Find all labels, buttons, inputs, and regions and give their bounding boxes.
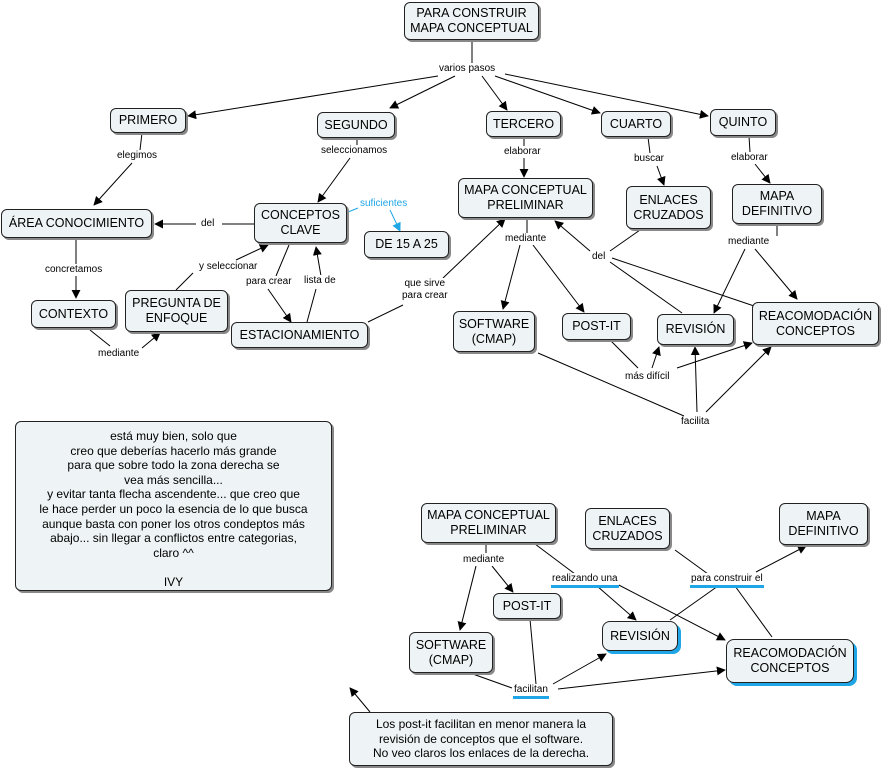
title-node[interactable]: PARA CONSTRUIR MAPA CONCEPTUAL (404, 2, 539, 40)
node-area-conocimiento[interactable]: ÁREA CONOCIMIENTO (1, 209, 152, 238)
link-label-mediante: mediante (504, 233, 548, 245)
link-label-elaborar: elaborar (730, 152, 769, 164)
node-reacomodacion[interactable]: REACOMODACIÓN CONCEPTOS (752, 302, 879, 345)
link-label-mediante: mediante (727, 236, 771, 248)
link-label-seleccionamos: seleccionamos (320, 145, 389, 157)
link-label-elegimos: elegimos (116, 150, 159, 162)
node-pregunta-enfoque[interactable]: PREGUNTA DE ENFOQUE (125, 290, 228, 332)
node-revision[interactable]: REVISIÓN (657, 314, 734, 345)
node-mapa-preliminar[interactable]: MAPA CONCEPTUAL PRELIMINAR (458, 178, 593, 218)
link-label-facilitan: facilitan (513, 684, 549, 699)
node-conceptos-clave[interactable]: CONCEPTOS CLAVE (254, 203, 347, 243)
comment-note-post-it: Los post-it facilitan en menor manera la… (349, 712, 613, 766)
node-segundo[interactable]: SEGUNDO (317, 112, 395, 138)
link-label-y-seleccionar: y seleccionar (198, 261, 259, 273)
link-label-lista-de: lista de (303, 275, 337, 287)
link-label-del: del (200, 218, 216, 230)
link-label-suficientes: suficientes (359, 198, 409, 210)
link-label-mediante: mediante (462, 554, 506, 566)
node-mapa-definitivo[interactable]: MAPA DEFINITIVO (732, 184, 822, 224)
node-tercero[interactable]: TERCERO (486, 111, 561, 137)
node-mapa-preliminar[interactable]: MAPA CONCEPTUAL PRELIMINAR (421, 503, 556, 543)
node-estacionamiento[interactable]: ESTACIONAMIENTO (231, 322, 368, 348)
link-label-buscar: buscar (633, 153, 666, 165)
node-post-it[interactable]: POST-IT (493, 593, 561, 619)
node-software[interactable]: SOFTWARE (CMAP) (409, 632, 493, 673)
link-label-para-crear: para crear (245, 276, 293, 288)
node-post-it[interactable]: POST-IT (562, 313, 631, 340)
link-label-que-sirve: que sirve para crear (401, 278, 449, 302)
node-quinto[interactable]: QUINTO (710, 109, 776, 136)
link-label-realizando-una: realizando una (551, 573, 619, 588)
node-revision[interactable]: REVISIÓN (602, 621, 678, 651)
node-primero[interactable]: PRIMERO (110, 108, 186, 133)
node-contexto[interactable]: CONTEXTO (31, 300, 116, 328)
link-label-para-construir-el: para construir el (690, 573, 764, 588)
comment-note-ivy: está muy bien, solo que creo que debería… (15, 421, 332, 591)
link-label-mediante: mediante (97, 348, 141, 360)
link-label-del: del (591, 251, 607, 263)
node-enlaces-cruzados[interactable]: ENLACES CRUZADOS (626, 186, 711, 229)
node-mapa-definitivo[interactable]: MAPA DEFINITIVO (779, 503, 868, 545)
link-label-elaborar: elaborar (503, 146, 542, 158)
link-label-mas-dificil: más difícil (624, 371, 671, 383)
node-reacomodacion[interactable]: REACOMODACIÓN CONCEPTOS (726, 639, 854, 683)
node-enlaces-cruzados[interactable]: ENLACES CRUZADOS (585, 508, 670, 549)
link-label-varios-pasos: varios pasos (438, 63, 497, 75)
node-software[interactable]: SOFTWARE (CMAP) (453, 311, 535, 352)
node-de-15-a-25[interactable]: DE 15 A 25 (364, 231, 449, 258)
node-cuarto[interactable]: CUARTO (601, 111, 671, 137)
link-label-facilita: facilita (680, 416, 711, 428)
link-label-concretamos: concretamos (44, 264, 104, 276)
